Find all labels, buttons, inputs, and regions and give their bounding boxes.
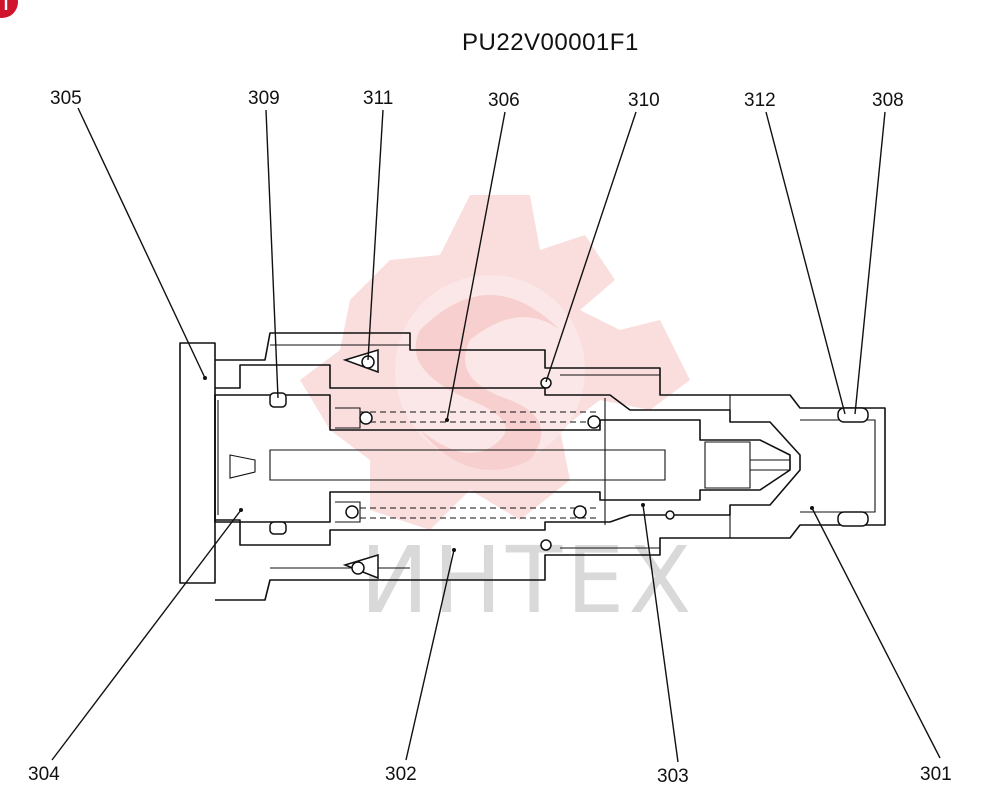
callout-309: 309 xyxy=(248,88,280,109)
callout-312: 312 xyxy=(744,90,776,111)
callout-302: 302 xyxy=(385,764,417,785)
callout-304: 304 xyxy=(28,764,60,785)
callout-labels: 305 309 311 306 310 312 308 304 302 303 … xyxy=(28,88,952,787)
leader-dots xyxy=(203,376,814,552)
callout-311: 311 xyxy=(363,88,393,109)
callout-303: 303 xyxy=(657,766,689,787)
callout-306: 306 xyxy=(488,90,520,111)
valve-body xyxy=(179,332,886,601)
seals xyxy=(269,348,869,580)
gear-logo-icon xyxy=(300,195,690,530)
leader-lines xyxy=(51,107,941,763)
callout-305: 305 xyxy=(50,88,82,109)
drawing-code: PU22V00001F1 xyxy=(462,29,639,56)
callout-301: 301 xyxy=(920,764,952,785)
callout-310: 310 xyxy=(628,90,660,111)
red-circle-badge-icon xyxy=(0,0,18,18)
callout-308: 308 xyxy=(872,90,904,111)
